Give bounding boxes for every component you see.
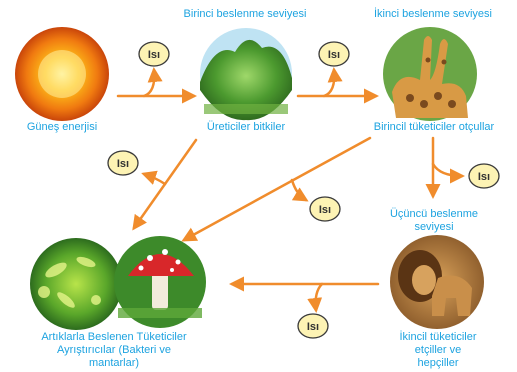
heat-label: Isı: [478, 171, 490, 183]
third-level-line: Üçüncü beslenme: [374, 208, 494, 221]
second-level-label: İkinci beslenme seviyesi: [358, 8, 508, 21]
heat-label: Isı: [328, 49, 340, 61]
heat-label: Isı: [117, 158, 129, 170]
heat-bubble: Isı: [310, 197, 340, 221]
decomposers-line: Artıklarla Beslenen Tüketiciler: [14, 331, 214, 344]
heat-bubble: Isı: [319, 42, 349, 66]
producers-image: [200, 28, 292, 120]
secondary-line: İkincil tüketiciler: [378, 331, 498, 344]
sun-image: [15, 27, 109, 121]
secondary-consumers-label: İkincil tüketiciler etçiller ve hepçille…: [378, 331, 498, 370]
sun-label: Güneş enerjisi: [12, 121, 112, 134]
third-level-line: seviyesi: [374, 221, 494, 234]
heat-label: Isı: [148, 49, 160, 61]
third-level-label: Üçüncü beslenme seviyesi: [374, 208, 494, 234]
primary-consumers-image: [383, 27, 477, 121]
secondary-line: etçiller ve: [378, 344, 498, 357]
heat-bubble: Isı: [298, 314, 328, 338]
secondary-line: hepçiller: [378, 357, 498, 370]
heat-bubble: Isı: [108, 151, 138, 175]
heat-bubble: Isı: [469, 164, 499, 188]
primary-consumers-label: Birincil tüketiciler otçullar: [352, 121, 516, 134]
heat-label: Isı: [319, 204, 331, 216]
decomposers-line: mantarlar): [14, 357, 214, 370]
decomposers-label: Artıklarla Beslenen Tüketiciler Ayrıştır…: [14, 331, 214, 370]
secondary-consumers-image: [390, 235, 484, 329]
decomposers-line: Ayrıştırıcılar (Bakteri ve: [14, 344, 214, 357]
first-level-label: Birinci beslenme seviyesi: [170, 8, 320, 21]
heat-bubble: Isı: [139, 42, 169, 66]
heat-label: Isı: [307, 321, 319, 333]
decomposers-image: [30, 236, 206, 330]
producers-label: Üreticiler bitkiler: [190, 121, 302, 134]
